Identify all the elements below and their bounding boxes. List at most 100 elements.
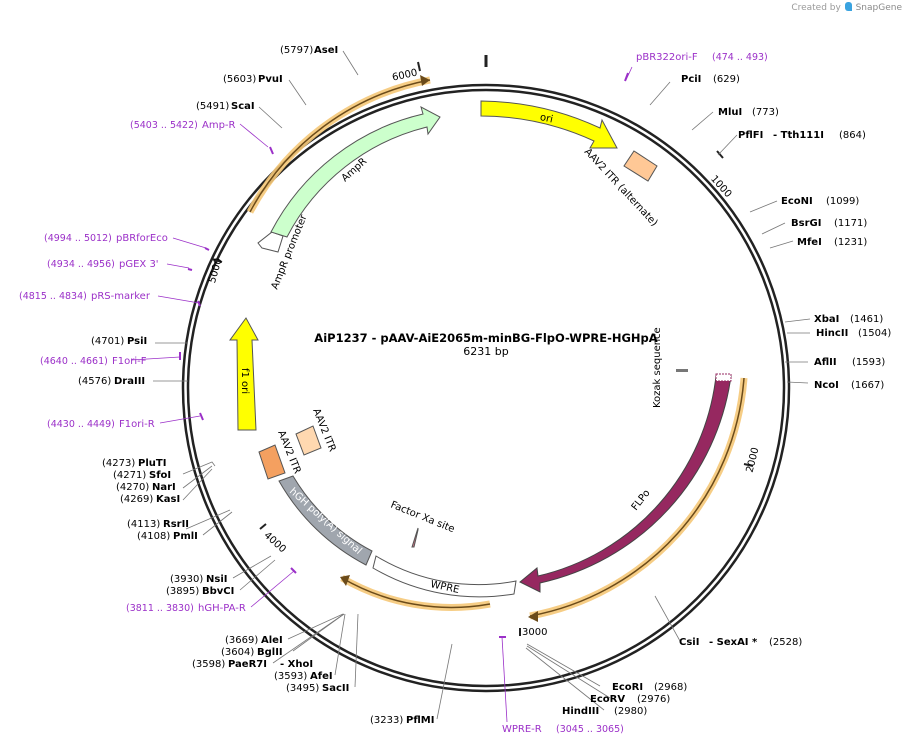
site-sfoi-name[interactable]: SfoI [149,470,171,481]
orf-arrowhead-2 [528,611,538,622]
wpre-feature[interactable] [372,555,517,598]
site-mfei-name[interactable]: MfeI [797,237,822,248]
site-pflfi-name[interactable]: PflFI [738,130,763,141]
site-mlui-name[interactable]: MluI [718,107,742,118]
site-psii-name[interactable]: PsiI [127,336,147,347]
site-hincii-name[interactable]: HincII [816,328,848,339]
ampr-feature[interactable] [270,106,441,238]
site-ecorv-name[interactable]: EcoRV [590,694,625,705]
site-bbvci-name[interactable]: BbvCI [202,586,234,597]
site-scai-coord: (5491) [196,101,229,112]
site-pmli-name[interactable]: PmlI [173,531,198,542]
site-scai-name[interactable]: ScaI [231,101,255,112]
site-bglii-name[interactable]: BglII [257,647,283,658]
site-csii-name[interactable]: CsiI [679,637,699,648]
site-nsii-name[interactable]: NsiI [206,574,227,585]
flpo-label: FLPo [630,488,653,513]
site-nari-coord: (4270) [116,482,149,493]
leader-lines [153,50,811,720]
site-xbai-coord: (1461) [850,314,883,325]
site-sacii-coord: (3495) [286,683,319,694]
site-ecorv-coord: (2976) [637,694,670,705]
primer-f1orir-coord: (4430 .. 4449) [47,419,115,430]
primer-pbr322ori-name[interactable]: pBR322ori-F [636,52,698,63]
site-alei-name[interactable]: AleI [261,635,283,646]
site-afei-coord: (3593) [274,671,307,682]
site-ncoi-coord: (1667) [851,380,884,391]
primer-pbrforeco-name[interactable]: pBRforEco [116,233,168,244]
hgh-polya-feature[interactable] [278,475,373,566]
flpo-start-marker [715,373,732,382]
tick-label-2000: 2000 [745,446,762,473]
site-econi-coord: (1099) [826,196,859,207]
site-sacii-name[interactable]: SacII [322,683,349,694]
primer-prsmarker-name[interactable]: pRS-marker [91,291,151,302]
aav2-itr-1-feature[interactable] [258,444,286,480]
primer-hghpar-name[interactable]: hGH-PA-R [198,603,246,614]
primer-pgex3-coord: (4934 .. 4956) [47,259,115,270]
site-pluti-name[interactable]: PluTI [138,458,166,469]
site-ecori-coord: (2968) [654,682,687,693]
site-pflmi-name[interactable]: PflMI [406,715,434,726]
credit-prefix: Created by [791,3,841,13]
primer-f1orir-name[interactable]: F1ori-R [119,419,155,430]
primer-f1orif-coord: (4640 .. 4661) [40,356,108,367]
primer-ampr-name[interactable]: Amp-R [202,120,236,131]
backbone-inner [186,88,786,688]
primer-ampr-coord: (5403 .. 5422) [130,120,198,131]
site-kasi-coord: (4269) [120,494,153,505]
primer-wprer-coord: (3045 .. 3065) [556,724,624,735]
site-rsrii-name[interactable]: RsrII [163,519,189,530]
backbone-outer [181,83,791,693]
plasmid-size: 6231 bp [463,345,508,358]
primer-pgex3-name[interactable]: pGEX 3' [119,259,159,270]
site-xhoi-name[interactable]: - XhoI [280,659,313,670]
site-sexai-name[interactable]: - SexAI * [709,637,758,648]
site-aflii-name[interactable]: AflII [814,357,837,368]
kozak-feature[interactable] [676,369,688,372]
site-draiii-coord: (4576) [78,376,111,387]
aav2-itr-2-feature[interactable] [295,425,322,456]
site-aflii-coord: (1593) [852,357,885,368]
primer-f1orif-name[interactable]: F1ori-F [112,356,147,367]
orf-arrowhead-1 [420,75,430,86]
site-paer7i-name[interactable]: PaeR7I [228,659,267,670]
site-bsrgi-name[interactable]: BsrGI [791,218,821,229]
factor-xa-feature[interactable] [411,527,419,548]
site-alei-coord: (3669) [225,635,258,646]
aav2-itr-alternate-feature[interactable] [623,150,658,182]
site-sfoi-coord: (4271) [113,470,146,481]
site-bsrgi-coord: (1171) [834,218,867,229]
plasmid-title: AiP1237 - pAAV-AiE2065m-minBG-FlpO-WPRE-… [314,331,657,345]
primer-hghpar-coord: (3811 .. 3830) [126,603,194,614]
orf-arcs [246,76,748,620]
site-kasi-name[interactable]: KasI [156,494,180,505]
primer-prsmarker-coord: (4815 .. 4834) [19,291,87,302]
primer-wprer-name[interactable]: WPRE-R [502,724,542,735]
kozak-label: Kozak sequence [652,327,663,408]
site-ncoi-name[interactable]: NcoI [814,380,839,391]
site-pflfi-coord: (864) [839,130,866,141]
site-nari-name[interactable]: NarI [152,482,176,493]
f1-ori-feature[interactable] [229,317,259,431]
site-xbai-name[interactable]: XbaI [814,314,839,325]
site-tth111i-name[interactable]: - Tth111I [773,130,824,141]
site-draiii-name[interactable]: DraIII [114,376,145,387]
site-afei-name[interactable]: AfeI [310,671,333,682]
f1-ori-label: f1 ori [239,368,250,394]
site-hindiii-name[interactable]: HindIII [562,706,599,717]
site-asei-name[interactable]: AseI [314,45,338,56]
site-ecori-name[interactable]: EcoRI [612,682,643,693]
tick-label-6000: 6000 [391,68,418,84]
site-paer7i-coord: (3598) [192,659,225,670]
tick-label-3000: 3000 [522,627,547,638]
credit-brand: SnapGene [855,3,902,13]
site-pvui-name[interactable]: PvuI [258,74,283,85]
hgh-polya-label: hGH poly(A) signal [287,486,364,557]
flpo-feature[interactable] [519,375,732,593]
site-bglii-coord: (3604) [221,647,254,658]
primer-pbrforeco-coord: (4994 .. 5012) [44,233,112,244]
ori-feature[interactable] [480,100,618,149]
site-pcii-name[interactable]: PciI [681,74,701,85]
site-econi-name[interactable]: EcoNI [781,196,813,207]
